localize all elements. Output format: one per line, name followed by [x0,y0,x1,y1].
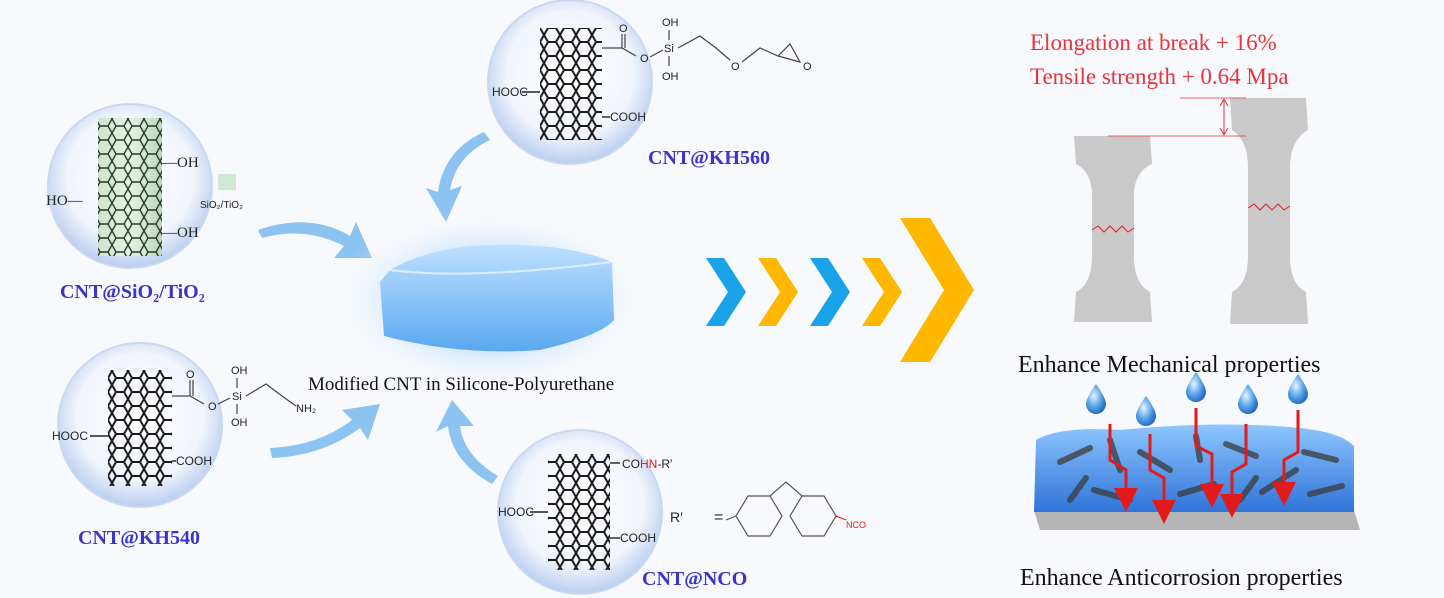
chevron-1 [706,258,746,326]
chevron-3 [810,258,850,326]
cohn-r: COHN-R′ [622,457,673,471]
label-cnt-nco: CNT@NCO [642,568,747,590]
mechanical-result: Elongation at break + 16% Tensile streng… [1018,30,1321,378]
node-cnt-sio2: —OH —OH HO— SiO₂/TiO₂ CNT@SiO₂/TiO₂ [46,103,243,303]
tensile-text: Tensile strength + 0.64 Mpa [1030,64,1289,89]
r-prime-def: R′ [670,509,683,525]
cooh-kh560: COOH [610,110,646,124]
svg-text:O: O [803,61,812,73]
penetration-arrow [1220,424,1248,518]
penetration-arrow [1148,434,1176,524]
penetration-arrow [1194,408,1224,508]
svg-text:O: O [186,369,195,381]
cooh-nco: COOH [620,531,656,545]
ho-left: HO— [46,193,84,209]
nco-group: NCO [846,520,866,530]
specimen-after [1230,98,1308,324]
arrows-to-center [258,132,498,484]
anticorrosion-text: Enhance Anticorrosion properties [1020,565,1343,591]
chevron-2 [758,258,798,326]
label-cnt-kh560: CNT@KH560 [648,147,770,169]
svg-text:Si: Si [664,43,674,55]
anticorrosion-result: Enhance Anticorrosion properties [1020,372,1360,591]
water-droplets [1086,372,1308,426]
equals-sign: = [714,509,723,526]
coating-label: SiO₂/TiO₂ [200,200,243,211]
droplet-icon [1086,384,1106,414]
svg-text:OH: OH [662,71,679,83]
svg-text:NH₂: NH₂ [296,403,316,415]
coating-swatch [218,174,236,190]
crack-after [1247,203,1291,211]
pu-block [380,244,614,352]
hooc-nco: HOOC [498,505,534,519]
label-cnt-sio2: CNT@SiO₂/TiO₂ [60,281,205,303]
center-label: Modified CNT in Silicone-Polyurethane [308,374,614,395]
penetration-arrow [1108,424,1138,512]
arrow-from-nco [436,400,498,484]
hooc-kh540: HOOC [52,429,88,443]
process-chevrons [706,218,974,362]
chevron-big [900,218,974,362]
mechanical-text: Enhance Mechanical properties [1018,352,1321,378]
nanotube-cnt-kh540 [108,370,172,486]
node-cnt-kh540: HOOC COOH O O Si OH OH NH₂ CNT@KH540 [52,342,316,549]
oh-top: —OH [161,155,199,171]
penetration-arrow [1272,410,1300,506]
label-cnt-kh540: CNT@KH540 [78,527,200,549]
svg-text:O: O [208,401,217,413]
droplet-icon [1186,372,1206,402]
arrow-from-sio2 [258,222,372,258]
svg-text:Si: Si [232,391,242,403]
node-cnt-kh560: HOOC COOH O O Si OH OH O O CNT@KH560 [487,0,812,169]
droplet-icon [1136,396,1156,426]
arrow-from-kh560 [426,132,490,222]
svg-text:OH: OH [231,417,248,429]
svg-text:OH: OH [662,17,679,29]
droplet-icon [1238,384,1258,414]
arrow-from-kh540 [270,404,380,458]
node-cnt-nco: HOOC COOH COHN-R′ R′ = NCO CNT@NCO [497,429,866,595]
nanotube-cnt-kh560 [540,28,602,140]
substrate [1034,510,1360,530]
hooc-kh560: HOOC [492,85,528,99]
crack-before [1091,225,1135,233]
penetration-arrows [1108,408,1300,524]
svg-text:O: O [731,61,740,73]
nanotube-cnt-nco [548,454,610,570]
svg-text:O: O [640,53,649,65]
chevron-4 [862,258,902,326]
elongation-text: Elongation at break + 16% [1030,30,1277,55]
center-material: Modified CNT in Silicone-Polyurethane [308,210,650,395]
cooh-kh540: COOH [176,454,212,468]
svg-text:O: O [619,23,628,35]
droplet-icon [1288,374,1308,404]
svg-text:OH: OH [231,365,248,377]
oh-bottom: —OH [161,225,199,241]
